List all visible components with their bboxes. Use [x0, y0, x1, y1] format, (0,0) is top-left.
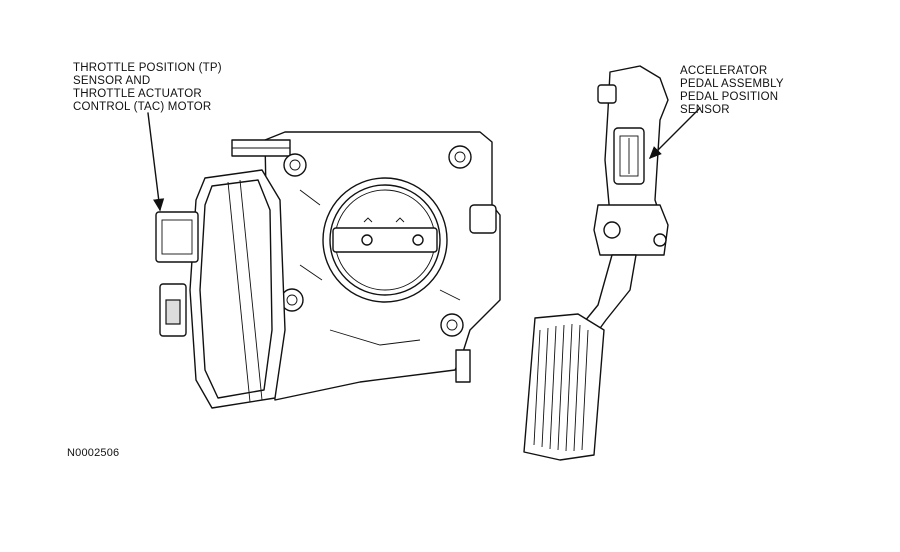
accelerator-pedal [523, 65, 669, 461]
tp-leader-line [147, 112, 165, 212]
figure-id: N0002506 [67, 447, 120, 459]
app-leader-line [649, 107, 701, 159]
tac-motor-cover [155, 169, 286, 409]
app-sensor-label: ACCELERATOR PEDAL ASSEMBLY PEDAL POSITIO… [680, 65, 784, 116]
tp-sensor-label: THROTTLE POSITION (TP) SENSOR AND THROTT… [73, 62, 222, 113]
throttle-body [231, 131, 501, 401]
